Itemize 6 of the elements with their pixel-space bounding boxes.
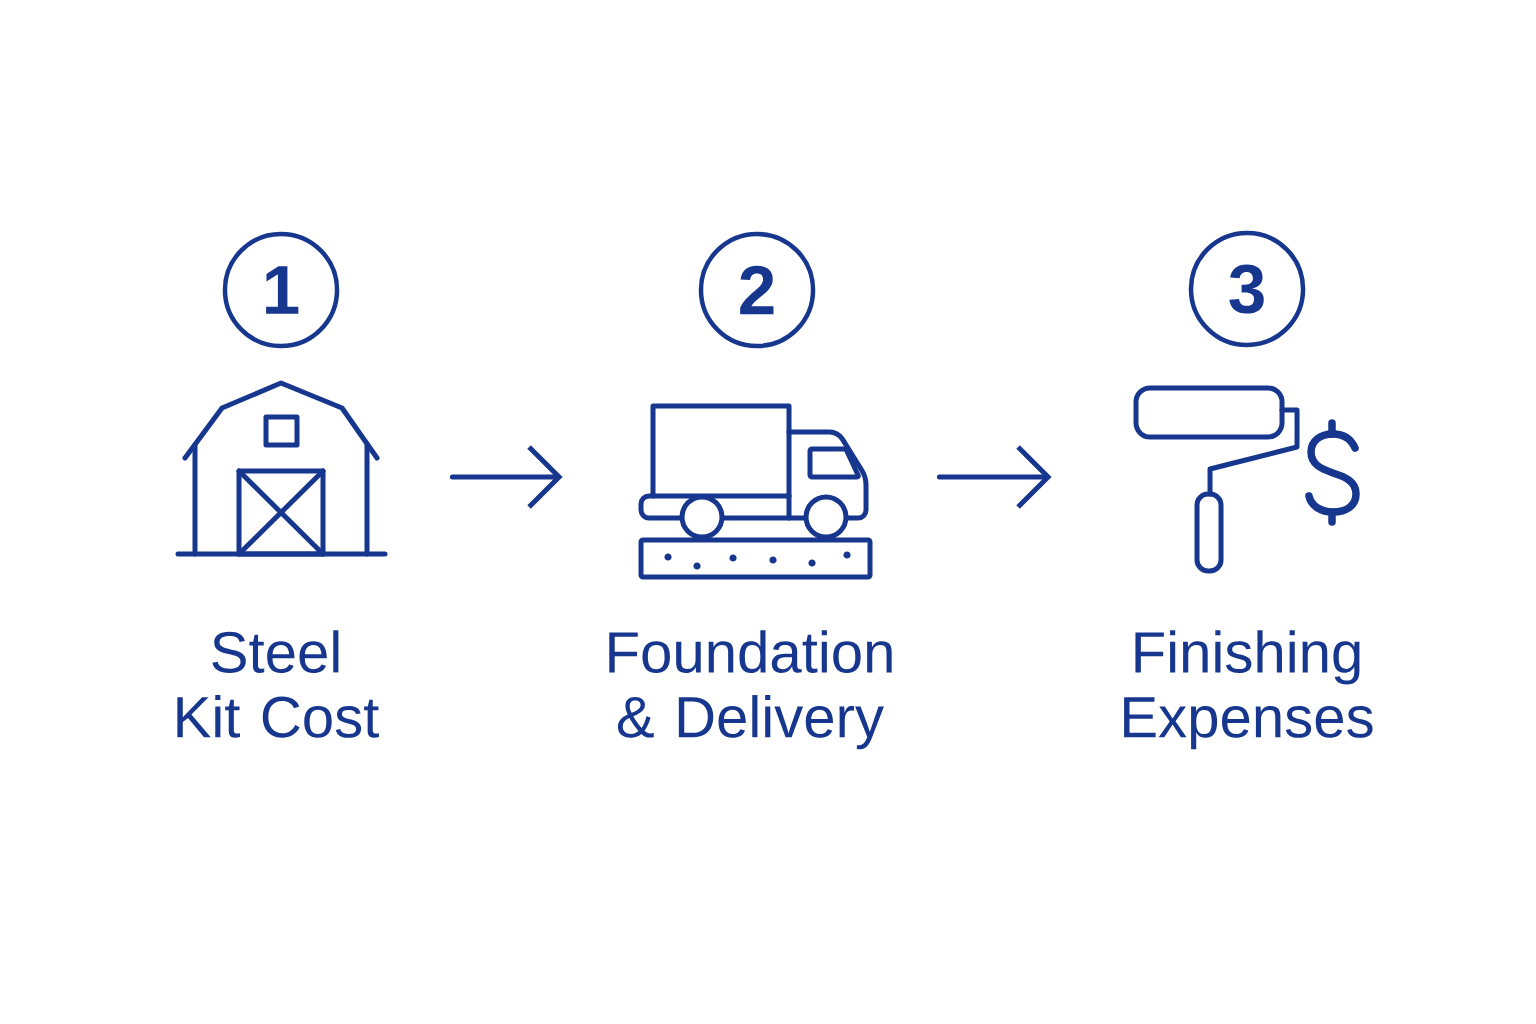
- paint-roller-icon: [1133, 385, 1360, 574]
- step-label: Steel Kit Cost: [177, 630, 379, 738]
- step-label: Finishing Expenses: [1124, 630, 1373, 750]
- barn-icon: [175, 380, 388, 557]
- truck-icon: [638, 403, 873, 580]
- step-label: Foundation & Delivery: [609, 630, 892, 750]
